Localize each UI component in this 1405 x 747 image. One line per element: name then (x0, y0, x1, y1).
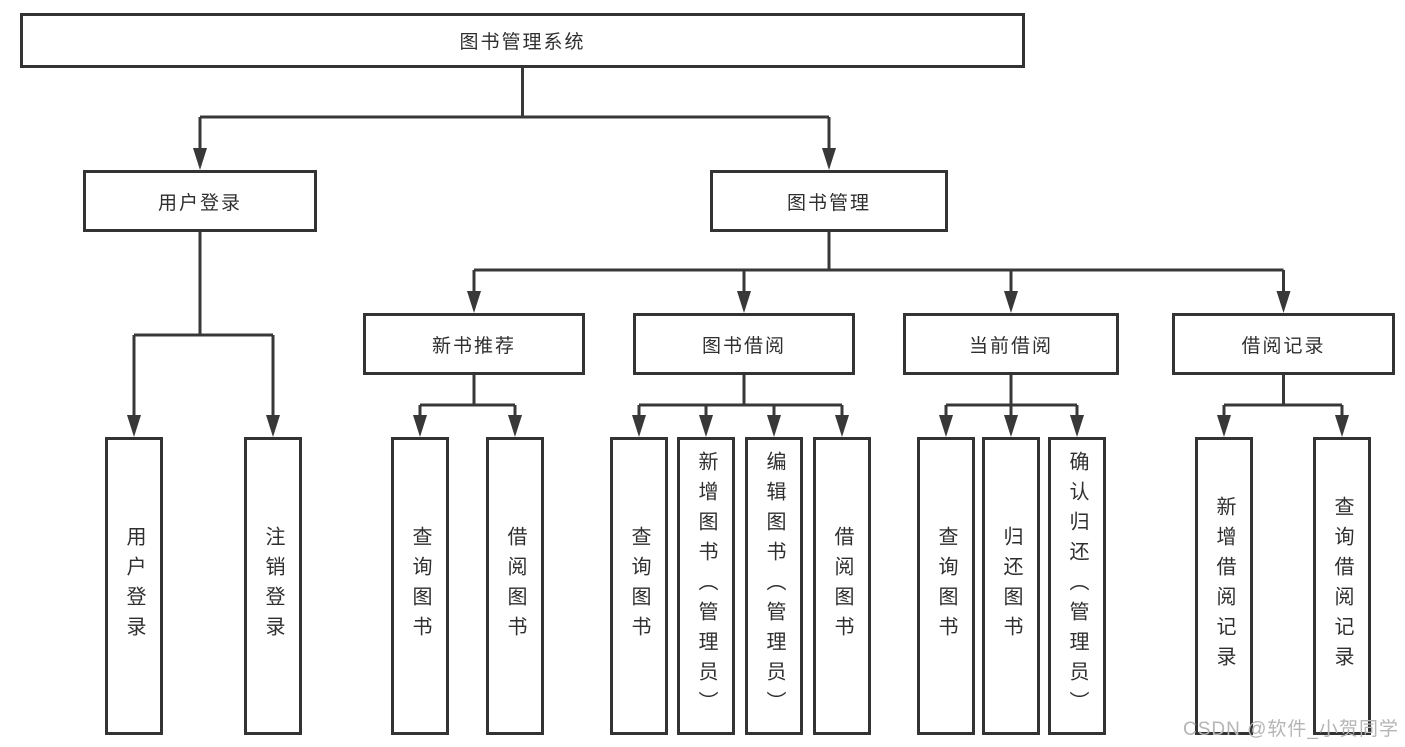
csdn-watermark: CSDN @软件_小贺同学 (1183, 719, 1399, 740)
leaf-borrow-edit-books-admin: 编辑图书（管理员） (745, 437, 803, 735)
leaf-current-query-books: 查询图书 (917, 437, 975, 735)
node-label: 图书借阅 (701, 335, 786, 357)
leaf-current-return-books: 归还图书 (982, 437, 1040, 735)
node-label: 当前借阅 (968, 335, 1053, 357)
node-book-management: 图书管理 (710, 170, 948, 232)
node-label: 图书管理 (786, 192, 871, 214)
leaf-records-query-record: 查询借阅记录 (1313, 437, 1371, 735)
leaf-borrow-add-books-admin: 新增图书（管理员） (677, 437, 735, 735)
arrowhead-icons (127, 148, 1349, 437)
leaf-newbook-query-books: 查询图书 (391, 437, 449, 735)
node-label: 用户登录 (157, 192, 242, 214)
leaf-records-add-record: 新增借阅记录 (1195, 437, 1253, 735)
node-book-borrowing: 图书借阅 (633, 313, 855, 375)
node-label: 借阅记录 (1241, 335, 1326, 357)
node-root-system: 图书管理系统 (20, 13, 1025, 68)
leaf-borrow-borrow-books: 借阅图书 (813, 437, 871, 735)
node-label: 新书推荐 (431, 335, 516, 357)
node-label: 图书管理系统 (459, 32, 586, 53)
leaf-newbook-borrow-books: 借阅图书 (486, 437, 544, 735)
node-new-book-recommendation: 新书推荐 (363, 313, 585, 375)
node-borrowing-records: 借阅记录 (1172, 313, 1395, 375)
node-user-login: 用户登录 (83, 170, 317, 232)
leaf-logout: 注销登录 (244, 437, 302, 735)
leaf-user-login: 用户登录 (105, 437, 163, 735)
node-current-borrowing: 当前借阅 (903, 313, 1119, 375)
leaf-current-confirm-return-admin: 确认归还（管理员） (1048, 437, 1106, 735)
leaf-borrow-query-books: 查询图书 (610, 437, 668, 735)
